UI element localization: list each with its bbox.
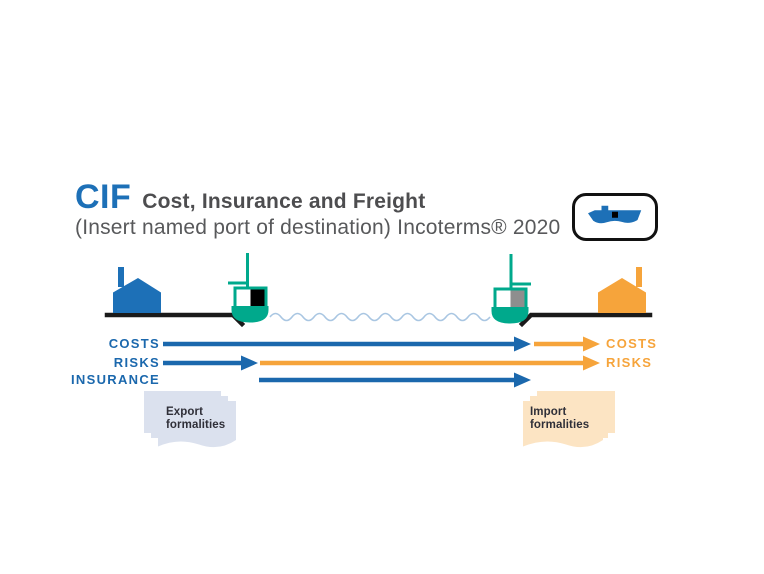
ground-line-left	[104, 312, 246, 328]
costs-label-left: COSTS	[108, 336, 160, 351]
incoterm-subtitle: (Insert named port of destination) Incot…	[75, 216, 561, 239]
import-formalities-papers	[523, 391, 615, 448]
insurance-label-left: INSURANCE	[71, 372, 160, 387]
export-formalities-papers	[144, 391, 236, 448]
import-formalities-label: Import formalities	[530, 406, 590, 431]
ground-line-right	[518, 312, 653, 328]
cargo-ship-icon	[588, 205, 642, 224]
incoterm-abbreviation: CIF	[75, 178, 132, 216]
costs-arrow	[163, 336, 600, 352]
cargo-ship-badge	[572, 193, 658, 241]
origin-port-crane-ship-icon	[228, 253, 269, 323]
risks-label-right: RISKS	[606, 355, 653, 370]
risks-label-left: RISKS	[113, 355, 160, 370]
page-title: CIF Cost, Insurance and Freight	[75, 178, 425, 217]
destination-port-crane-ship-icon	[491, 254, 531, 324]
sea-wave-line	[269, 312, 491, 322]
export-formalities-label: Export formalities	[166, 406, 226, 431]
risks-arrow	[163, 355, 600, 371]
buyer-factory-icon	[598, 267, 646, 313]
insurance-arrow	[259, 372, 531, 388]
costs-label-right: COSTS	[606, 336, 658, 351]
seller-factory-icon	[113, 267, 161, 313]
incoterm-name: Cost, Insurance and Freight	[142, 190, 426, 213]
